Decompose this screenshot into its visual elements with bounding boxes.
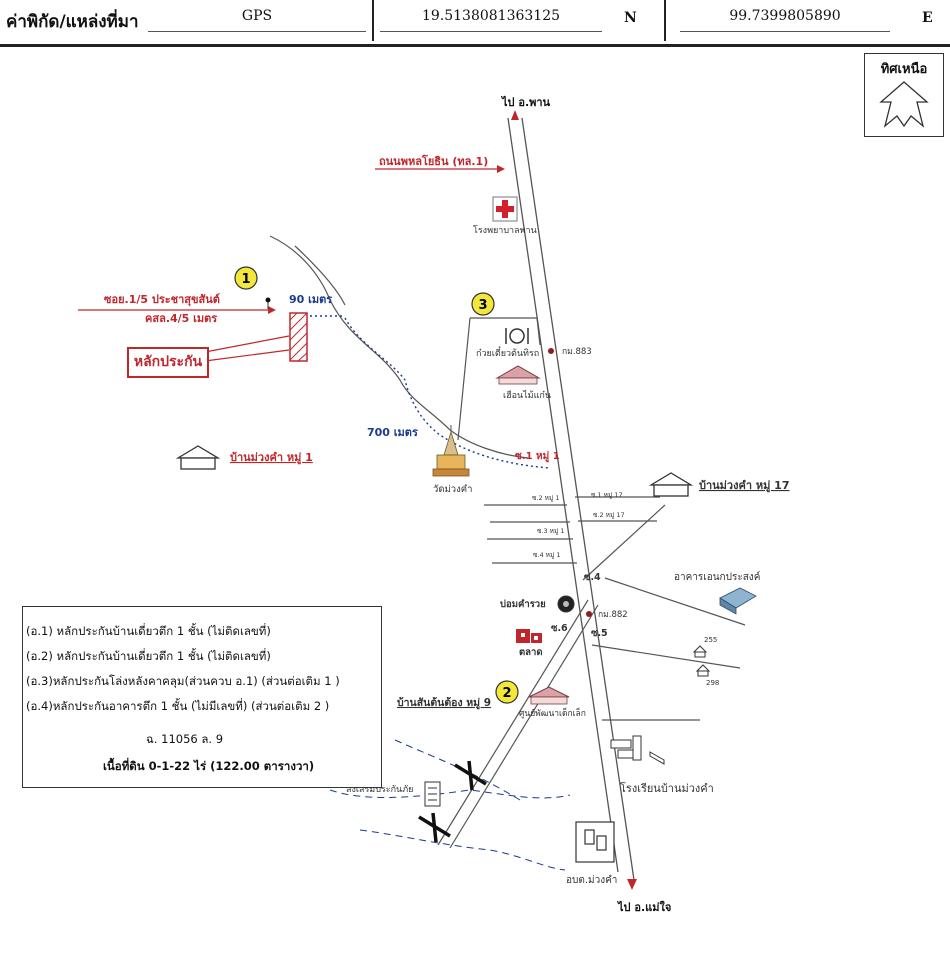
collateral-pointer — [204, 335, 290, 362]
soi1-label: ซ.1 หมู่ 1 — [515, 450, 560, 463]
latitude-dir: N — [624, 10, 637, 26]
north-label: ทิศเหนือ — [880, 62, 928, 77]
marker-1-dot — [265, 297, 271, 303]
north-indicator: ทิศเหนือ — [864, 53, 944, 137]
market-label: ตลาด — [519, 647, 543, 658]
village17-label: บ้านม่วงคำ หมู่ 17 — [699, 479, 789, 493]
legend-item-2: (อ.2) หลักประกันบ้านเดี่ยวตึก 1 ชั้น (ไม… — [26, 649, 271, 663]
legend-deed: ฉ. 11056 ล. 9 — [146, 732, 224, 746]
bridge-icon — [418, 812, 451, 843]
village1-label: บ้านม่วงคำ หมู่ 1 — [230, 451, 313, 465]
coordinate-label: ค่าพิกัด/แหล่งที่มา — [6, 12, 139, 32]
marker-3-label: 3 — [478, 298, 487, 313]
lat-underline — [380, 31, 602, 32]
source-cell: ค่าพิกัด/แหล่งที่มา GPS — [0, 0, 374, 41]
source-underline — [148, 31, 366, 32]
restaurant-label: ก๋วยเตี๋ยวต้นทิรถ — [476, 346, 539, 359]
legend-item-4: (อ.4)หลักประกันอาคารตึก 1 ชั้น (ไม่มีเลข… — [26, 699, 330, 713]
km882-icon — [586, 611, 592, 617]
market-icon — [516, 629, 542, 643]
fish-pond-label: บ่อมคำรวย — [500, 599, 546, 610]
inn-label: เฮือนไม้แก๋น — [503, 390, 551, 401]
marker-3: 3 — [471, 292, 495, 316]
office-icon — [424, 781, 441, 807]
health-label: ส่งเสริมประกันภัย — [346, 784, 413, 795]
marker-1-label: 1 — [241, 272, 250, 287]
soi2-17-label: ซ.2 หมู่ 17 — [593, 511, 625, 519]
km883-icon — [548, 348, 554, 354]
village9-label: บ้านสันต้นต้อง หมู่ 9 — [397, 696, 491, 710]
soi4-label: ซ.4 — [584, 572, 601, 583]
soi4-1-label: ซ.4 หมู่ 1 — [533, 551, 560, 559]
to-north-label: ไป อ.พาน — [500, 95, 551, 109]
house-icon — [695, 664, 711, 677]
collateral-hatch — [289, 312, 308, 362]
alley-label: ซอย.1/5 ประชาสุขสันต์ — [104, 293, 220, 307]
house-icon — [692, 645, 708, 658]
to-south-label: ไป อ.แม่ใจ — [616, 900, 671, 914]
latitude-value: 19.5138081363125 — [421, 8, 561, 24]
school-label: โรงเรียนบ้านม่วงคำ — [620, 781, 714, 795]
alley-arrow-icon — [268, 306, 276, 314]
house-icon — [648, 472, 694, 497]
house-255-label: 255 — [704, 636, 717, 644]
fish-pond-icon — [557, 595, 575, 613]
soi1-17-label: ซ.1 หมู่ 17 — [591, 491, 623, 499]
lon-underline — [680, 31, 890, 32]
temple-icon — [432, 425, 470, 477]
soi3-1-label: ซ.3 หมู่ 1 — [537, 527, 564, 535]
childcare-icon — [528, 686, 570, 705]
soi5-label: ซ.5 — [591, 628, 608, 639]
distance-90-label: 90 เมตร — [289, 293, 332, 306]
latitude-cell: 19.5138081363125 N — [374, 0, 666, 41]
route-dotted — [310, 315, 551, 469]
longitude-dir: E — [922, 10, 933, 26]
sao-icon — [575, 821, 615, 863]
house-icon — [175, 445, 221, 470]
childcare-label: ศูนย์พัฒนาเด็กเล็ก — [519, 707, 586, 719]
marker-1: 1 — [234, 266, 258, 290]
north-arrow-icon — [879, 81, 929, 128]
soi6-label: ซ.6 — [551, 623, 568, 634]
soi2-1-label: ซ.2 หมู่ 1 — [532, 494, 559, 502]
legend-area: เนื้อที่ดิน 0-1-22 ไร่ (122.00 ตารางวา) — [103, 759, 315, 773]
main-highway — [507, 117, 635, 881]
collateral-label: หลักประกัน — [127, 347, 209, 378]
restaurant-icon — [505, 328, 529, 344]
km883-label: กม.883 — [562, 347, 592, 357]
marker-2: 2 — [495, 680, 519, 704]
temple-label: วัดม่วงคำ — [433, 484, 472, 495]
highway-label: ถนนพหลโยธิน (ทล.1) — [379, 154, 488, 168]
south-arrow-head-icon — [627, 879, 637, 890]
legend-item-1: (อ.1) หลักประกันบ้านเดี่ยวตึก 1 ชั้น (ไม… — [26, 624, 271, 638]
school-icon — [610, 735, 665, 765]
longitude-cell: 99.7399805890 E — [666, 0, 950, 41]
north-arrow-head-icon — [511, 110, 519, 120]
source-value: GPS — [241, 8, 273, 24]
bridge-icon — [454, 760, 487, 791]
hospital-label: โรงพยาบาลพาน — [473, 225, 537, 236]
house-298-label: 298 — [706, 679, 719, 687]
inn-icon — [495, 365, 541, 385]
hospital-icon — [492, 196, 518, 222]
road-width-label: คสล.4/5 เมตร — [145, 312, 217, 325]
longitude-value: 99.7399805890 — [729, 8, 841, 24]
distance-700-label: 700 เมตร — [367, 426, 418, 439]
coordinate-header: ค่าพิกัด/แหล่งที่มา GPS 19.5138081363125… — [0, 0, 950, 47]
marker-2-label: 2 — [502, 686, 511, 701]
legend-box: (อ.1) หลักประกันบ้านเดี่ยวตึก 1 ชั้น (ไม… — [22, 606, 382, 788]
km882-label: กม.882 — [598, 610, 628, 620]
highway-arrow-icon — [497, 165, 505, 173]
side-roads — [269, 235, 746, 849]
building-label: อาคารเอนกประสงค์ — [674, 571, 760, 583]
legend-item-3: (อ.3)หลักประกันโล่งหลังคาคลุม(ส่วนควบ อ.… — [26, 674, 340, 688]
building-icon — [719, 587, 757, 615]
sao-label: อบต.ม่วงคำ — [566, 875, 617, 886]
